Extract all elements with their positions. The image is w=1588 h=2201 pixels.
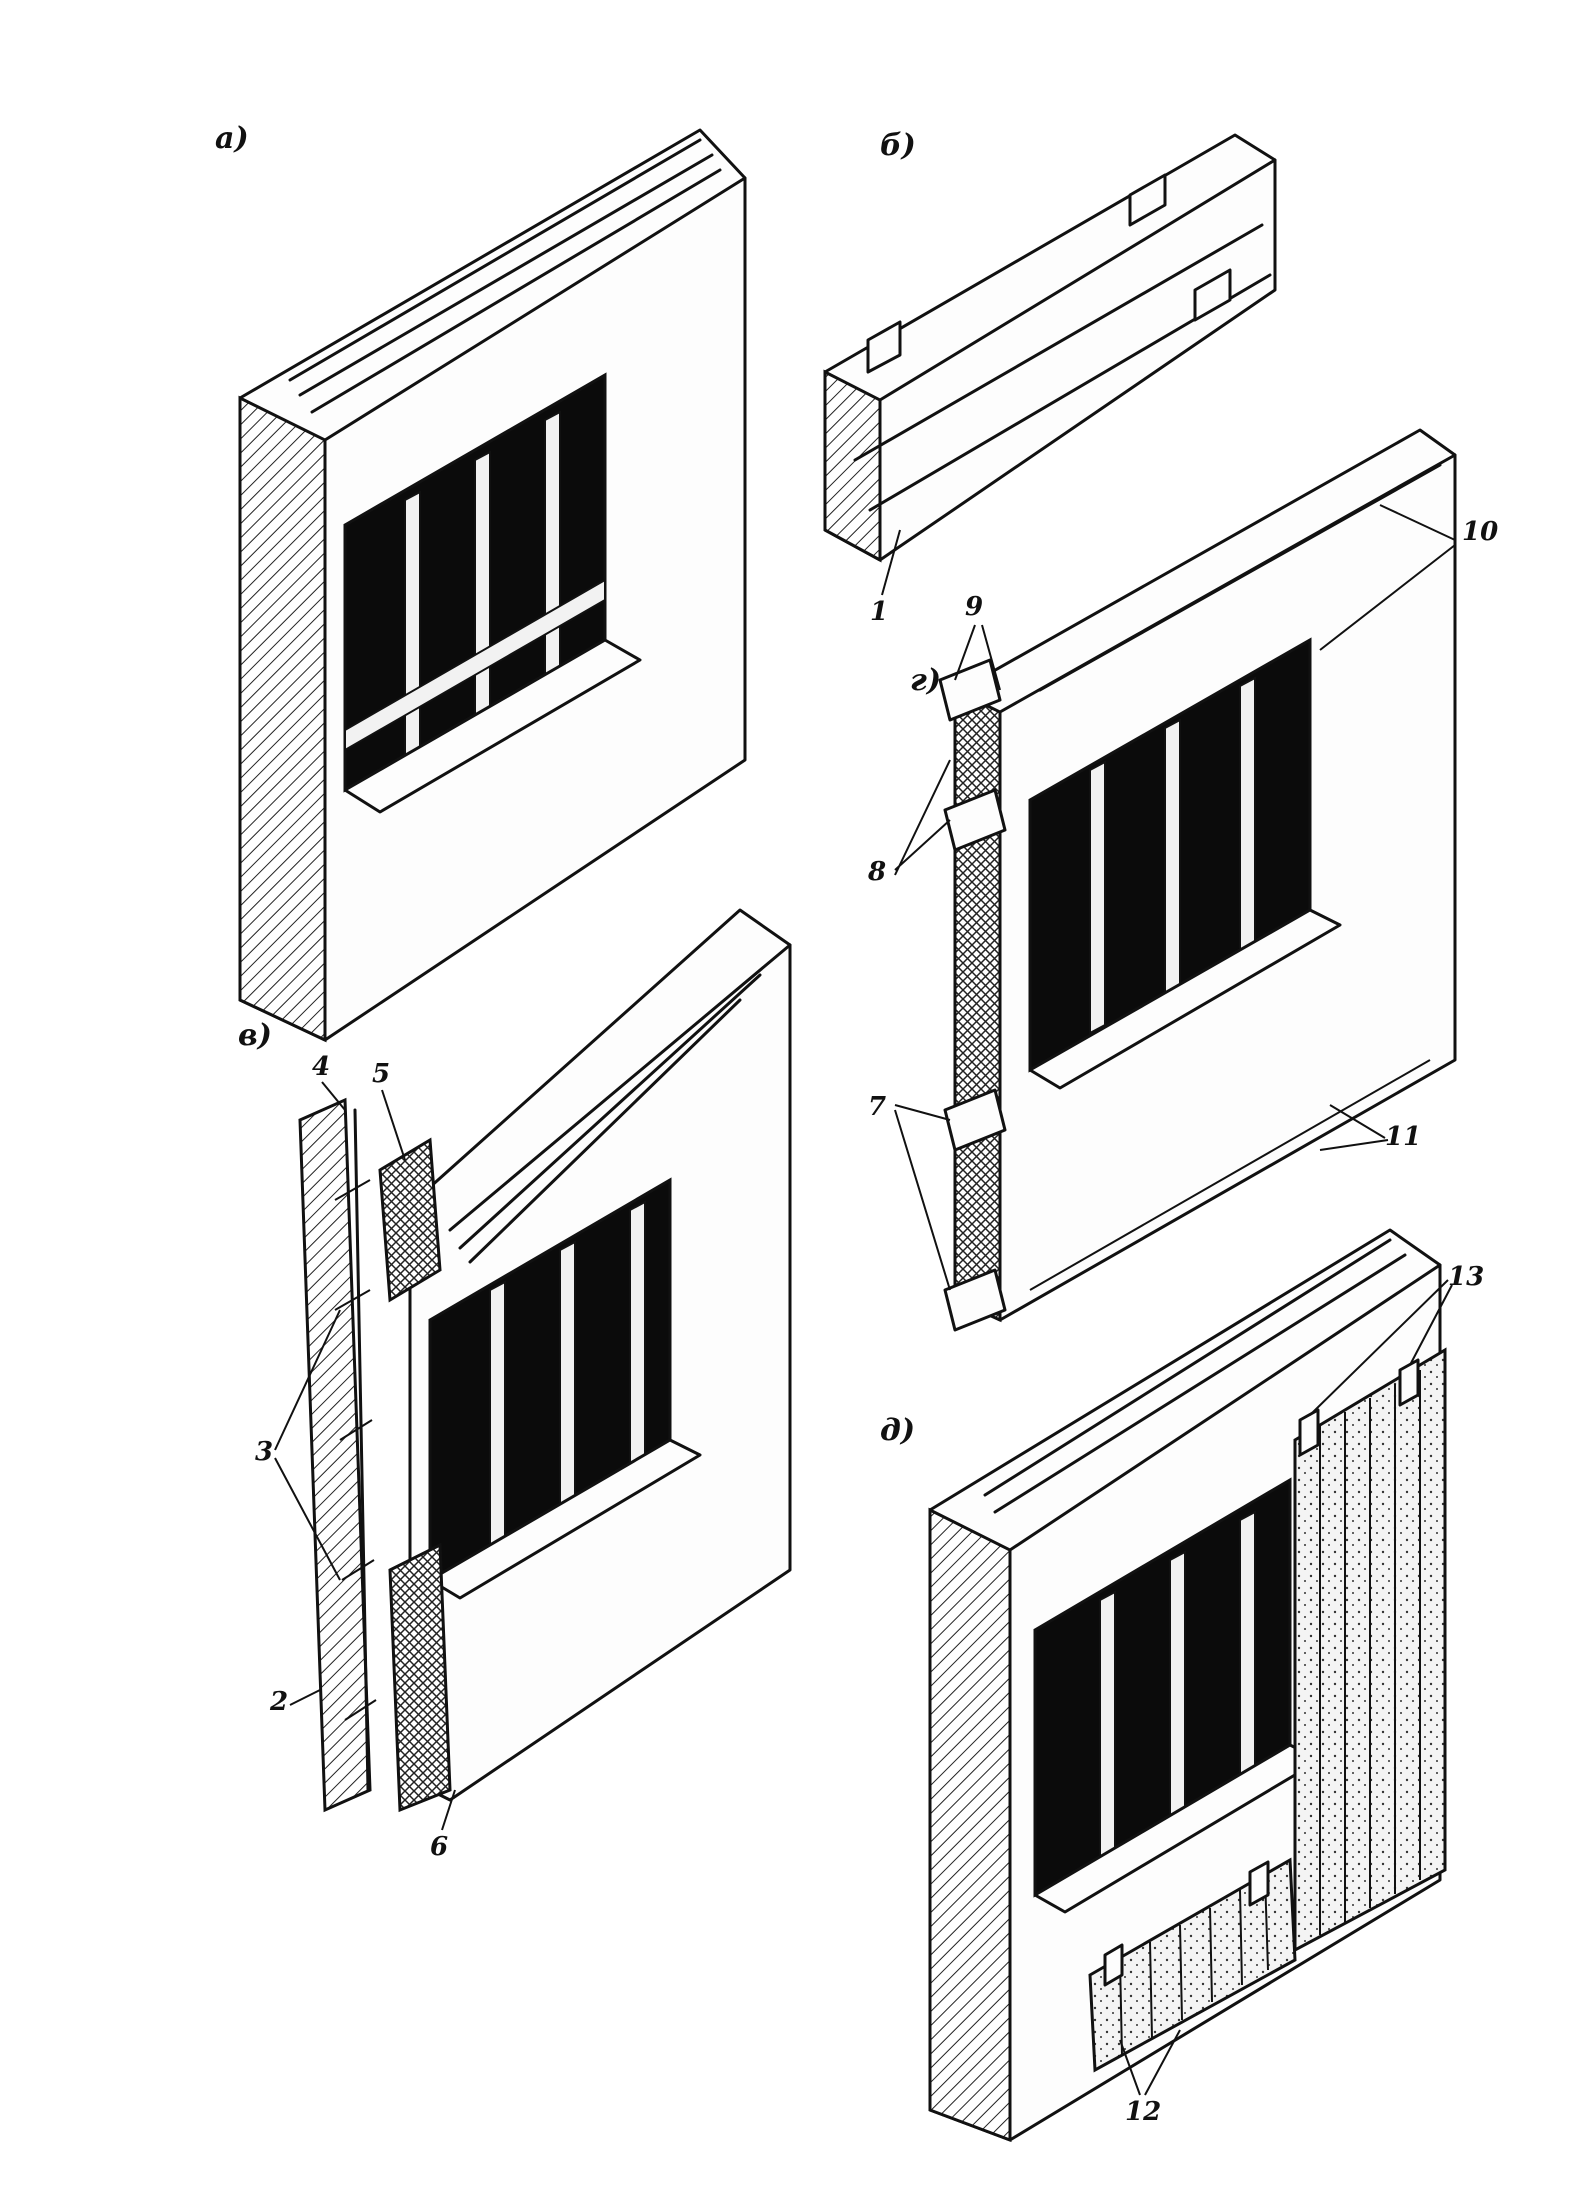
callout-13: 13: [1448, 1262, 1484, 1292]
callout-13-leader: [1309, 1279, 1453, 1416]
callout-12: 12: [1125, 2097, 1161, 2127]
callout-10-leader: [1319, 504, 1456, 651]
callout-8: 8: [867, 857, 886, 887]
callout-6-leader: [441, 1789, 456, 1831]
figure-a-panel: [238, 128, 747, 1043]
callout-5: 5: [372, 1059, 390, 1089]
figure-g-label: г): [910, 663, 941, 698]
callout-11-leader: [1319, 1104, 1389, 1151]
figure-v-panel: [298, 908, 792, 1813]
callout-11: 11: [1385, 1122, 1421, 1152]
callout-3-leader: [274, 1309, 341, 1581]
callout-12-leader: [1119, 2029, 1181, 2096]
callout-2-leader: [289, 1689, 321, 1706]
callout-9: 9: [965, 592, 983, 622]
callout-7: 7: [868, 1092, 886, 1122]
callout-5-leader: [381, 1089, 406, 1161]
callout-9-leader: [954, 624, 1001, 691]
figure-g-panel: [938, 428, 1457, 1332]
callout-1-leader: [881, 529, 901, 596]
callout-8-leader: [894, 759, 951, 876]
callout-1: 1: [870, 597, 888, 627]
figure-d-label: д): [880, 1413, 915, 1448]
figure-d-panel: [928, 1228, 1447, 2143]
callout-10: 10: [1462, 517, 1498, 547]
figure-a-label: а): [215, 121, 249, 156]
callout-6: 6: [430, 1832, 448, 1862]
figure-v-label: в): [238, 1018, 272, 1053]
figure-b-beam: [823, 133, 1277, 563]
callout-2: 2: [269, 1687, 288, 1717]
callout-3: 3: [255, 1437, 273, 1467]
callout-4-leader: [321, 1081, 346, 1111]
callout-7-leader: [894, 1104, 951, 1291]
callout-4: 4: [312, 1052, 330, 1082]
figure-b-label: б): [880, 128, 916, 163]
